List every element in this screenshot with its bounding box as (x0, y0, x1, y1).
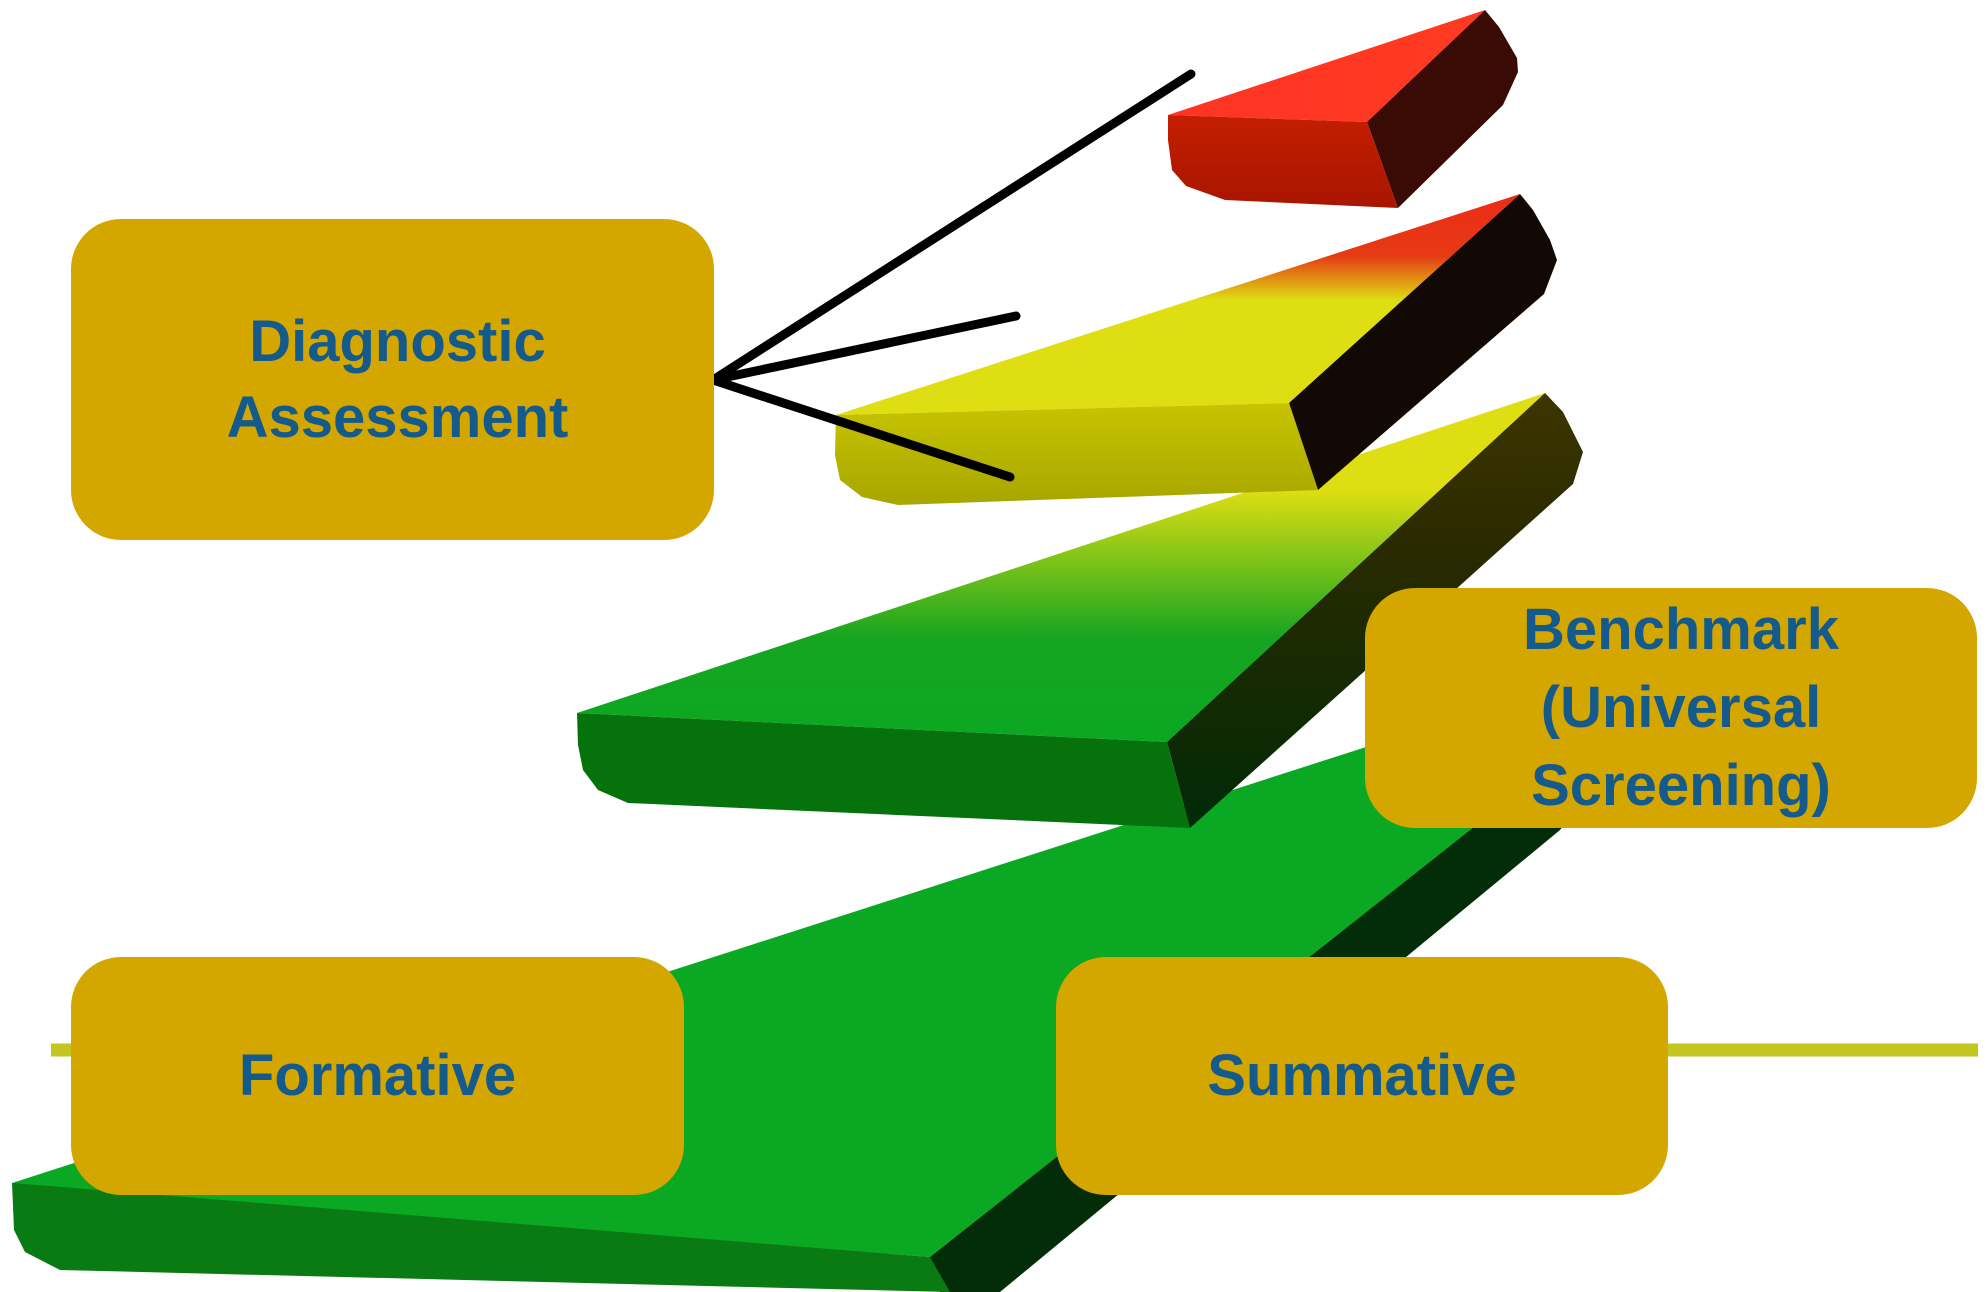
benchmark-box: Benchmark (Universal Screening) (1365, 588, 1977, 828)
step-3-top (836, 194, 1520, 415)
pointer-line-yellow-front (708, 375, 1015, 482)
formative-box: Formative (71, 957, 684, 1195)
step-4-front (1168, 115, 1398, 208)
step-4-side (1367, 10, 1518, 208)
formative-label: Formative (238, 1043, 517, 1108)
step-3-front (835, 403, 1318, 505)
summative-label: Summative (1207, 1043, 1517, 1108)
summative-box: Summative (1056, 957, 1668, 1195)
step-3-side (1289, 194, 1557, 490)
pointer-line-yellow-step (708, 311, 1021, 385)
diagnostic-assessment-label: Diagnostic Assessment (226, 308, 569, 450)
step-4-red (1168, 10, 1518, 208)
step-2-front (577, 713, 1190, 828)
step-1-front (12, 1183, 950, 1292)
step-3-yellow-red (835, 194, 1557, 505)
benchmark-label: Benchmark (Universal Screening) (1523, 597, 1839, 818)
diagnostic-pointer-lines (708, 69, 1196, 482)
step-4-top (1168, 10, 1485, 122)
pointer-line-red-step (708, 69, 1196, 385)
diagnostic-assessment-box: Diagnostic Assessment (71, 219, 714, 540)
